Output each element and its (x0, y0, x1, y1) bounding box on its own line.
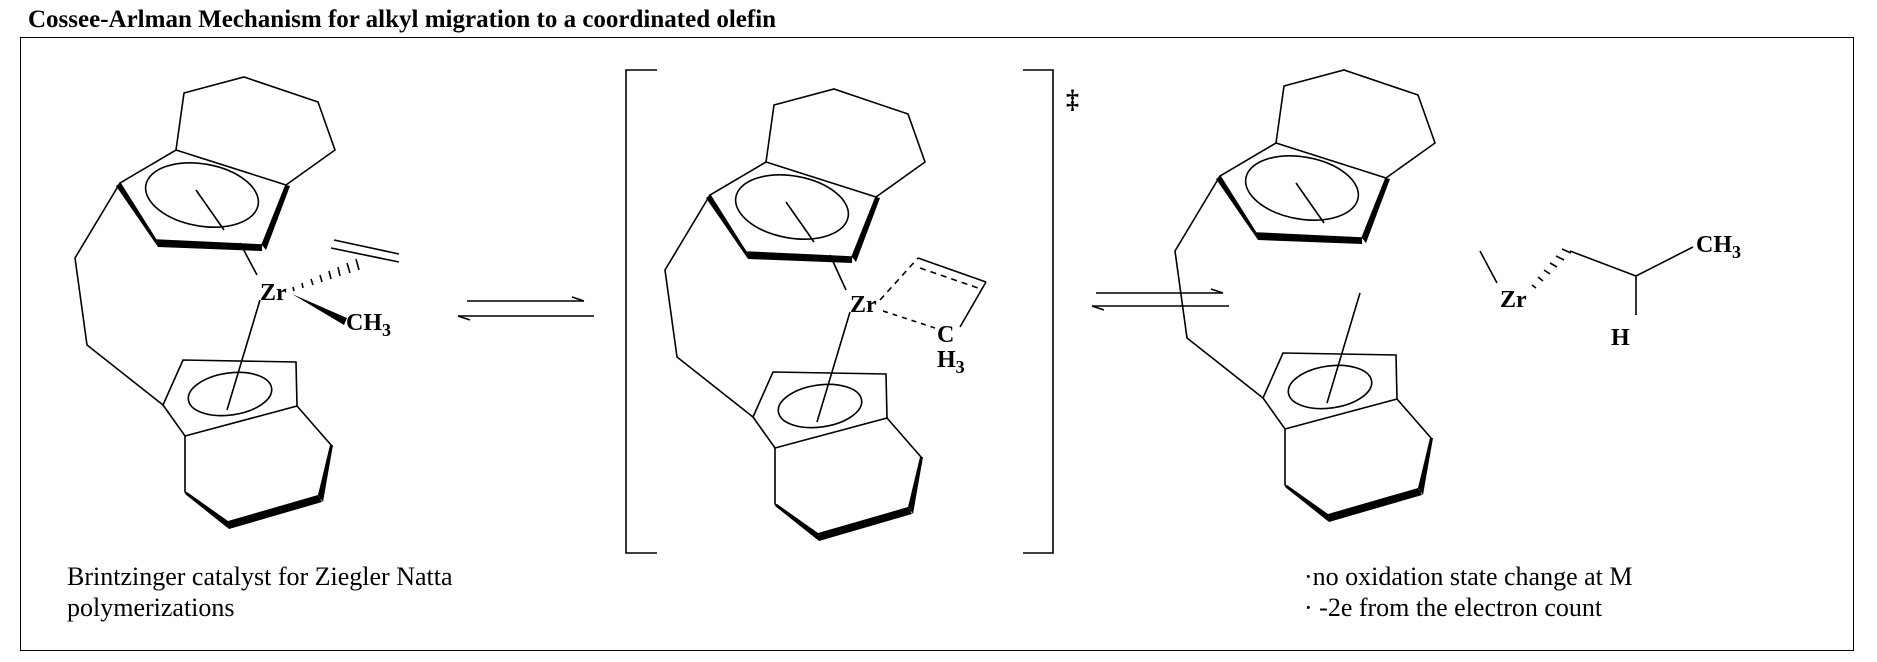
right-bracket (1023, 69, 1054, 554)
hashed-bond-olefin-left (292, 258, 360, 292)
hashed-bond-alkyl-right (1531, 248, 1572, 289)
zr-label-left: Zr (260, 280, 287, 306)
left-caption: Brintzinger catalyst for Ziegler Natta p… (67, 561, 453, 623)
zr-label-ts: Zr (850, 292, 877, 318)
insertion-product-structure: Zr CH3 H (1174, 69, 1741, 523)
equilibrium-arrows-2 (1091, 288, 1229, 311)
double-dagger: ‡ (1066, 85, 1079, 114)
carbon-label-ts: C (937, 322, 954, 348)
olefin-bond-left (330, 247, 400, 263)
diagram-frame (20, 37, 1854, 651)
transition-state-structure: ‡ Zr C H3 (625, 69, 1079, 554)
wedge-bond-methyl-left (292, 294, 347, 325)
diagram-title: Cossee-Arlman Mechanism for alkyl migrat… (28, 6, 777, 33)
equilibrium-arrows-1 (457, 296, 594, 321)
right-caption: ·no oxidation state change at M · -2e fr… (1304, 561, 1633, 623)
hydrogen-label-right: H (1611, 325, 1630, 351)
four-center-transition-bonds (879, 257, 987, 329)
left-caption-line2: polymerizations (67, 593, 235, 622)
left-bracket (625, 69, 657, 554)
left-caption-line1: Brintzinger catalyst for Ziegler Natta (67, 562, 453, 591)
right-caption-line2: · -2e from the electron count (1304, 593, 1603, 622)
hydrogens-label-ts: H3 (937, 347, 965, 377)
brintzinger-catalyst-structure: Zr CH3 (74, 76, 400, 530)
methyl-label-right: CH3 (1696, 232, 1741, 262)
right-caption-line1: ·no oxidation state change at M (1304, 562, 1633, 591)
zr-label-right: Zr (1500, 287, 1527, 313)
alkyl-chain-bonds (1569, 246, 1694, 277)
methyl-label-left: CH3 (346, 310, 391, 340)
